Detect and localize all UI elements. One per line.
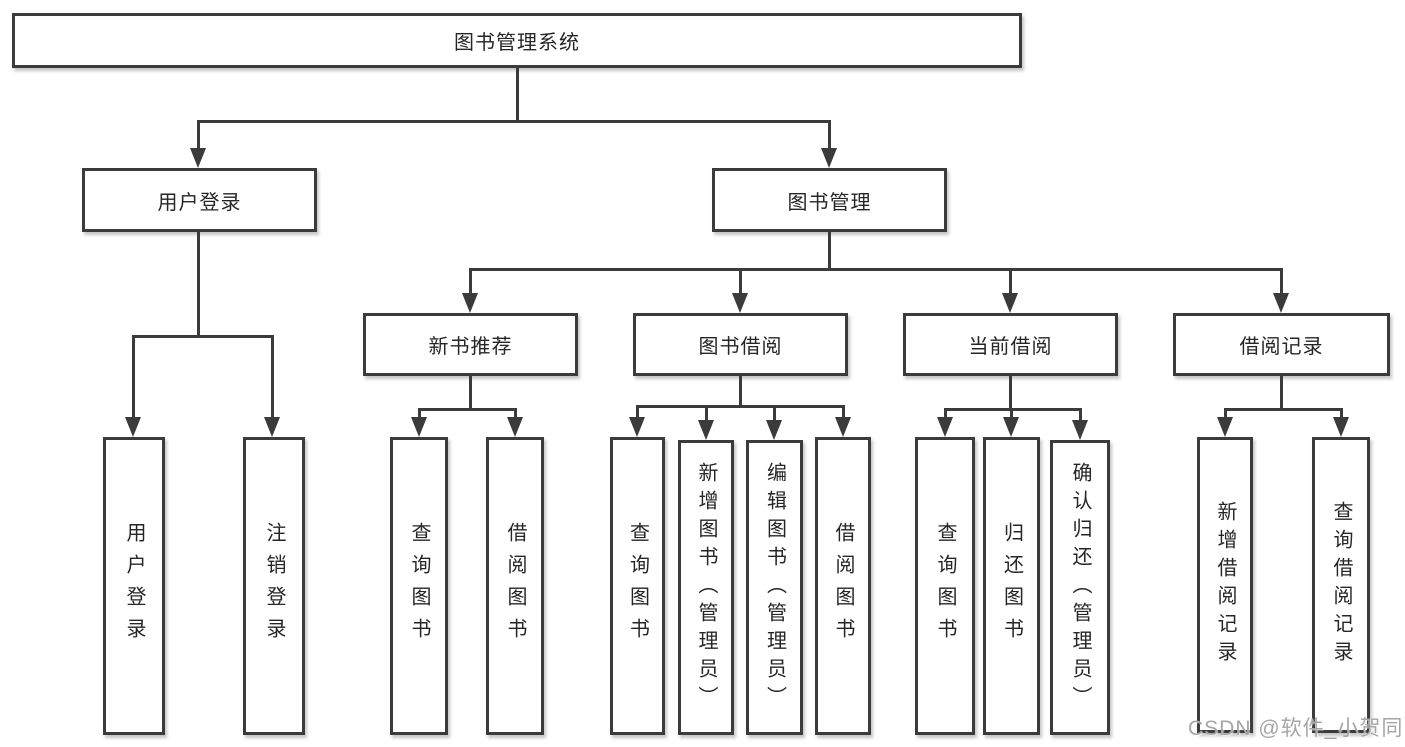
- node-new-book-recommendation: 新书推荐: [363, 313, 578, 376]
- node-label: 新书推荐: [428, 336, 513, 358]
- node-label: 新增借阅记录: [1214, 501, 1236, 669]
- connector-drop: [1009, 268, 1012, 295]
- node-label: 用户登录: [157, 191, 242, 214]
- connector-rail: [418, 408, 517, 411]
- arrow-down-icon: [1072, 420, 1088, 440]
- node-borrowing-records: 借阅记录: [1173, 313, 1390, 376]
- node-borrow-books: 借阅图书: [486, 437, 544, 735]
- node-confirm-return-admin: 确认归还（管理员）: [1050, 440, 1110, 735]
- node-label: 归还图书: [1000, 522, 1023, 650]
- node-label: 查询图书: [626, 522, 649, 650]
- node-book-management: 图书管理: [712, 168, 947, 232]
- connector-drop: [1224, 408, 1227, 419]
- node-label: 新增图书（管理员）: [695, 461, 717, 714]
- node-borrow-books: 借阅图书: [815, 437, 871, 735]
- node-label: 借阅图书: [832, 522, 854, 650]
- arrow-down-icon: [190, 148, 206, 168]
- arrow-down-icon: [125, 417, 141, 437]
- arrow-down-icon: [411, 417, 427, 437]
- node-current-borrowing: 当前借阅: [903, 313, 1118, 376]
- node-edit-books-admin: 编辑图书（管理员）: [746, 440, 803, 735]
- arrow-down-icon: [732, 293, 748, 313]
- connector-drop: [132, 335, 135, 419]
- node-label: 用户登录: [123, 522, 145, 650]
- connector-drop: [469, 268, 472, 295]
- node-user-login-leaf: 用户登录: [103, 437, 165, 735]
- arrow-down-icon: [264, 417, 280, 437]
- connector-mgmt-stem: [828, 232, 831, 270]
- node-label: 确认归还（管理员）: [1069, 461, 1091, 714]
- node-label: 图书管理: [787, 191, 872, 214]
- node-query-books: 查询图书: [610, 437, 665, 735]
- arrow-down-icon: [1003, 417, 1019, 437]
- node-user-login: 用户登录: [82, 168, 317, 232]
- arrow-down-icon: [1333, 417, 1349, 437]
- connector-drop: [514, 408, 517, 419]
- node-book-borrowing: 图书借阅: [633, 313, 848, 376]
- node-label: 查询借阅记录: [1330, 501, 1352, 669]
- connector-stem: [1280, 376, 1283, 410]
- node-label: 借阅记录: [1239, 336, 1324, 358]
- node-return-books: 归还图书: [983, 437, 1040, 735]
- connector-drop: [739, 268, 742, 295]
- connector-login-rail: [132, 335, 274, 338]
- node-label: 编辑图书（管理员）: [763, 461, 786, 714]
- connector-rail: [1224, 408, 1343, 411]
- node-add-borrow-record: 新增借阅记录: [1197, 437, 1253, 733]
- arrow-down-icon: [1002, 293, 1018, 313]
- connector-drop: [1079, 408, 1082, 422]
- node-logout-leaf: 注销登录: [243, 437, 305, 735]
- arrow-down-icon: [1273, 293, 1289, 313]
- node-add-books-admin: 新增图书（管理员）: [678, 440, 734, 735]
- arrow-down-icon: [766, 420, 782, 440]
- node-label: 借阅图书: [504, 522, 526, 650]
- connector-drop: [271, 335, 274, 419]
- connector-rail: [944, 408, 1082, 411]
- node-query-books: 查询图书: [915, 437, 975, 735]
- arrow-down-icon: [698, 420, 714, 440]
- connector-sections-rail: [469, 268, 1283, 271]
- node-query-borrow-record: 查询借阅记录: [1312, 437, 1370, 733]
- arrow-down-icon: [835, 417, 851, 437]
- connector-drop: [1280, 268, 1283, 295]
- connector-rail: [636, 405, 845, 408]
- arrow-down-icon: [462, 293, 478, 313]
- connector-root-drop: [516, 68, 519, 120]
- connector-drop: [1010, 408, 1013, 419]
- node-label: 图书借阅: [698, 336, 783, 358]
- node-query-books: 查询图书: [390, 437, 448, 735]
- node-label: 当前借阅: [968, 336, 1053, 358]
- connector-login-stem: [197, 232, 200, 335]
- arrow-down-icon: [821, 148, 837, 168]
- connector-drop: [944, 408, 947, 419]
- connector-drop: [705, 405, 708, 422]
- arrow-down-icon: [629, 417, 645, 437]
- arrow-down-icon: [507, 417, 523, 437]
- node-library-management-system: 图书管理系统: [12, 13, 1022, 68]
- connector-drop: [842, 405, 845, 419]
- arrow-down-icon: [937, 417, 953, 437]
- connector-drop: [773, 405, 776, 422]
- connector-mgmt-drop: [828, 120, 831, 150]
- connector-stem: [739, 376, 742, 407]
- connector-stem: [1009, 376, 1012, 410]
- node-label: 图书管理系统: [454, 32, 580, 54]
- node-label: 查询图书: [934, 522, 956, 650]
- node-label: 注销登录: [263, 522, 285, 650]
- connector-level2-rail: [197, 120, 831, 123]
- connector-login-drop: [197, 120, 200, 150]
- csdn-watermark: CSDN @软件_小贺同学: [1188, 717, 1404, 740]
- connector-stem: [469, 376, 472, 410]
- connector-drop: [418, 408, 421, 419]
- arrow-down-icon: [1217, 417, 1233, 437]
- node-label: 查询图书: [408, 522, 430, 650]
- connector-drop: [636, 405, 639, 419]
- connector-drop: [1340, 408, 1343, 419]
